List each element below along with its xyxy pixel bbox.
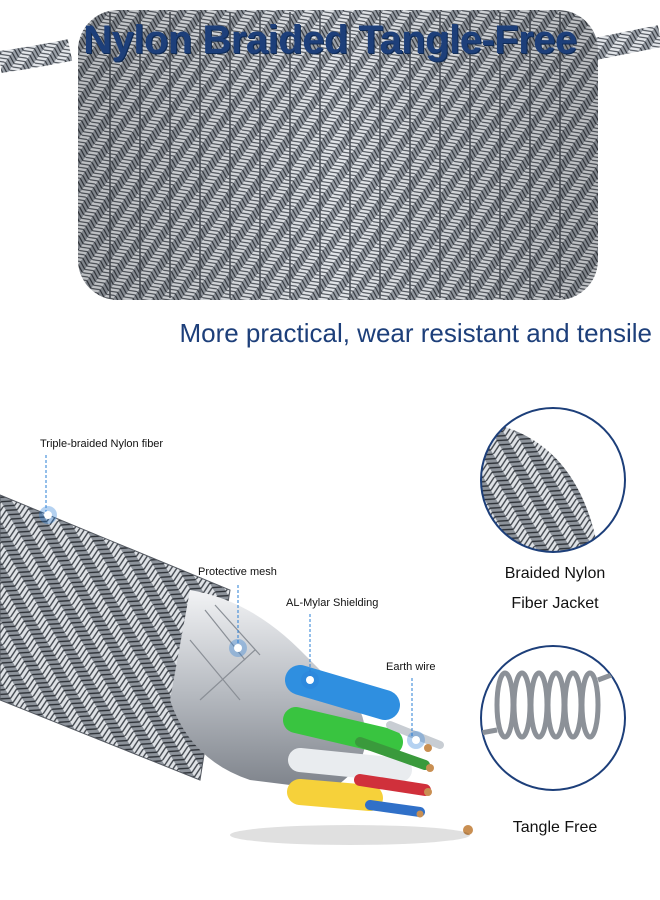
cable-cross-section-image [0,494,473,845]
callout-markers [39,455,425,749]
subheadline: More practical, wear resistant and tensi… [179,318,652,348]
callout-earth-wire: Earth wire [386,661,436,673]
coiled-cable-image [0,10,660,300]
headline: Nylon Braided Tangle-Free [83,18,577,62]
callout-triple-braided: Triple-braided Nylon fiber [40,438,164,450]
feature-braided-line2: Fiber Jacket [511,595,599,612]
feature-tangle-free: Tangle Free [512,819,598,836]
callout-protective-mesh: Protective mesh [198,566,277,578]
callout-al-mylar: AL-Mylar Shielding [286,597,379,609]
braided-jacket-closeup [480,407,626,553]
feature-braided-line1: Braided Nylon [504,565,606,582]
tangle-free-spring-closeup [480,645,626,791]
